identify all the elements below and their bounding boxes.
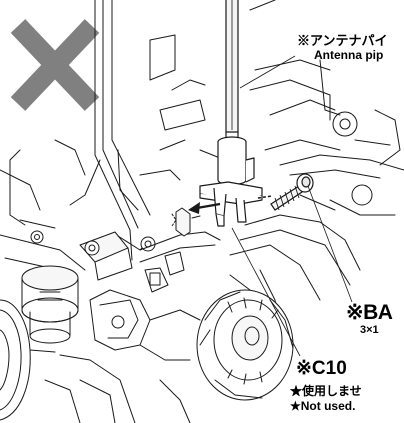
antenna-pipe (225, 0, 296, 141)
not-used-label-en: ★Not used. (290, 399, 356, 413)
arrow-indicators (188, 195, 273, 214)
screw-size-label: 3×1 (360, 324, 379, 336)
part-code-label: ※C10 (296, 358, 347, 379)
antenna-mount-part (199, 136, 263, 227)
leader-lines (231, 227, 301, 357)
not-used-label-jp: ★使用しませ (290, 384, 362, 398)
antenna-pipe-label-en: Antenna pip (314, 48, 384, 62)
screw (270, 173, 353, 303)
screw-code-label: ※BA (346, 301, 393, 324)
cross-mark-icon (10, 19, 100, 111)
antenna-pipe-label-jp: ※アンテナパイ (297, 33, 388, 48)
